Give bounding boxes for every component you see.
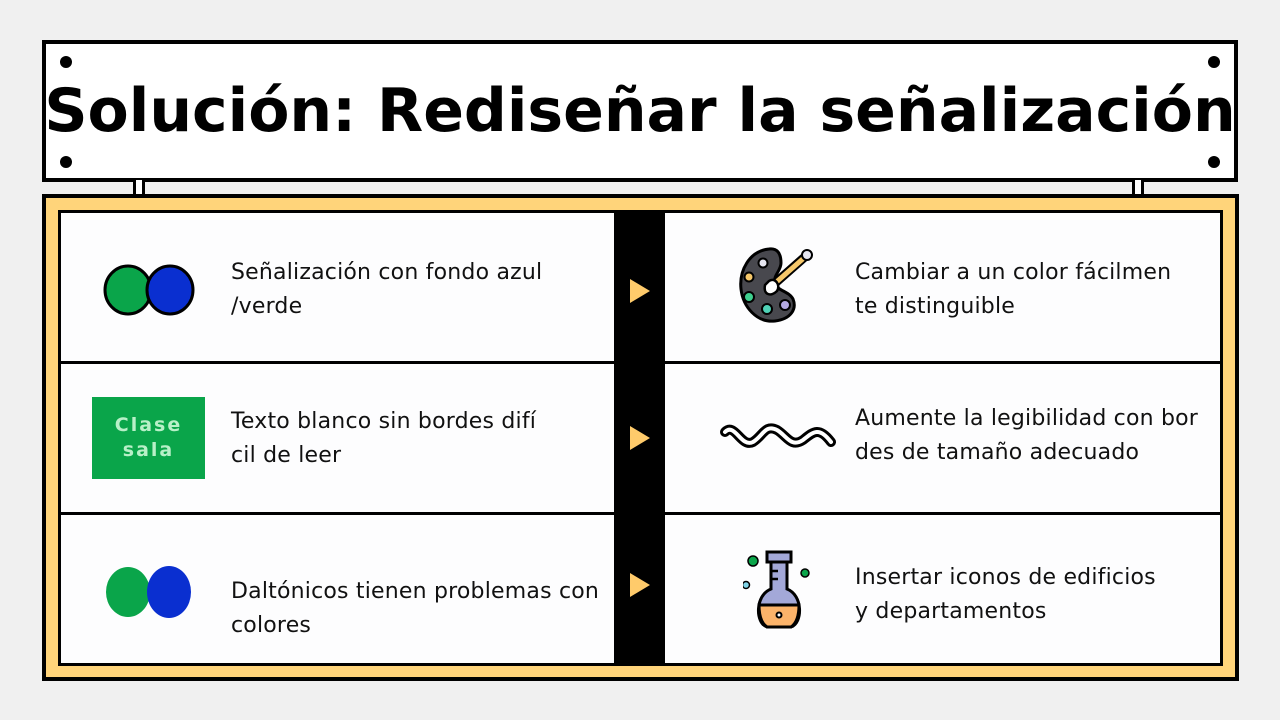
classroom-sign-icon: Clase sala [92, 397, 205, 479]
problem-cell: Clase sala Texto blanco sin bordes difí … [61, 364, 614, 512]
solutions-column: Cambiar a un color fácilmen te distingui… [665, 213, 1220, 663]
arrow-right-icon [630, 279, 650, 303]
problem-text: Texto blanco sin bordes difí cil de leer [231, 409, 537, 468]
sign-post [133, 180, 145, 198]
page-title: Solución: Rediseñar la señalización [44, 76, 1236, 146]
arrow-right-icon [630, 573, 650, 597]
paint-palette-icon [735, 243, 819, 327]
solution-cell: Cambiar a un color fácilmen te distingui… [665, 213, 1220, 361]
title-board: Solución: Rediseñar la señalización [42, 40, 1238, 182]
flask-icon [743, 549, 815, 633]
sign-post [1132, 180, 1144, 198]
comparison-frame: Señalización con fondo azul /verde Clase… [42, 194, 1239, 681]
arrow-right-icon [630, 426, 650, 450]
comparison-grid: Señalización con fondo azul /verde Clase… [58, 210, 1223, 666]
screw-dot-icon [1208, 156, 1220, 168]
solution-cell: Insertar iconos de edificios y departame… [665, 515, 1220, 663]
overlapping-circles-outlined-icon [103, 263, 197, 317]
screw-dot-icon [60, 156, 72, 168]
solution-cell: Aumente la legibilidad con bor des de ta… [665, 364, 1220, 512]
arrow-divider [614, 213, 665, 663]
screw-dot-icon [1208, 56, 1220, 68]
problem-text: Señalización con fondo azul /verde [231, 260, 543, 319]
problem-text: Daltónicos tienen problemas con colores [231, 579, 600, 638]
problems-column: Señalización con fondo azul /verde Clase… [61, 213, 614, 663]
solution-text: Insertar iconos de edificios y departame… [855, 565, 1156, 624]
problem-cell: Señalización con fondo azul /verde [61, 213, 614, 361]
problem-cell: Daltónicos tienen problemas con colores [61, 515, 614, 663]
solution-text: Cambiar a un color fácilmen te distingui… [855, 260, 1172, 319]
screw-dot-icon [60, 56, 72, 68]
overlapping-circles-icon [103, 565, 197, 619]
wavy-line-icon [719, 420, 839, 454]
solution-text: Aumente la legibilidad con bor des de ta… [855, 406, 1199, 465]
